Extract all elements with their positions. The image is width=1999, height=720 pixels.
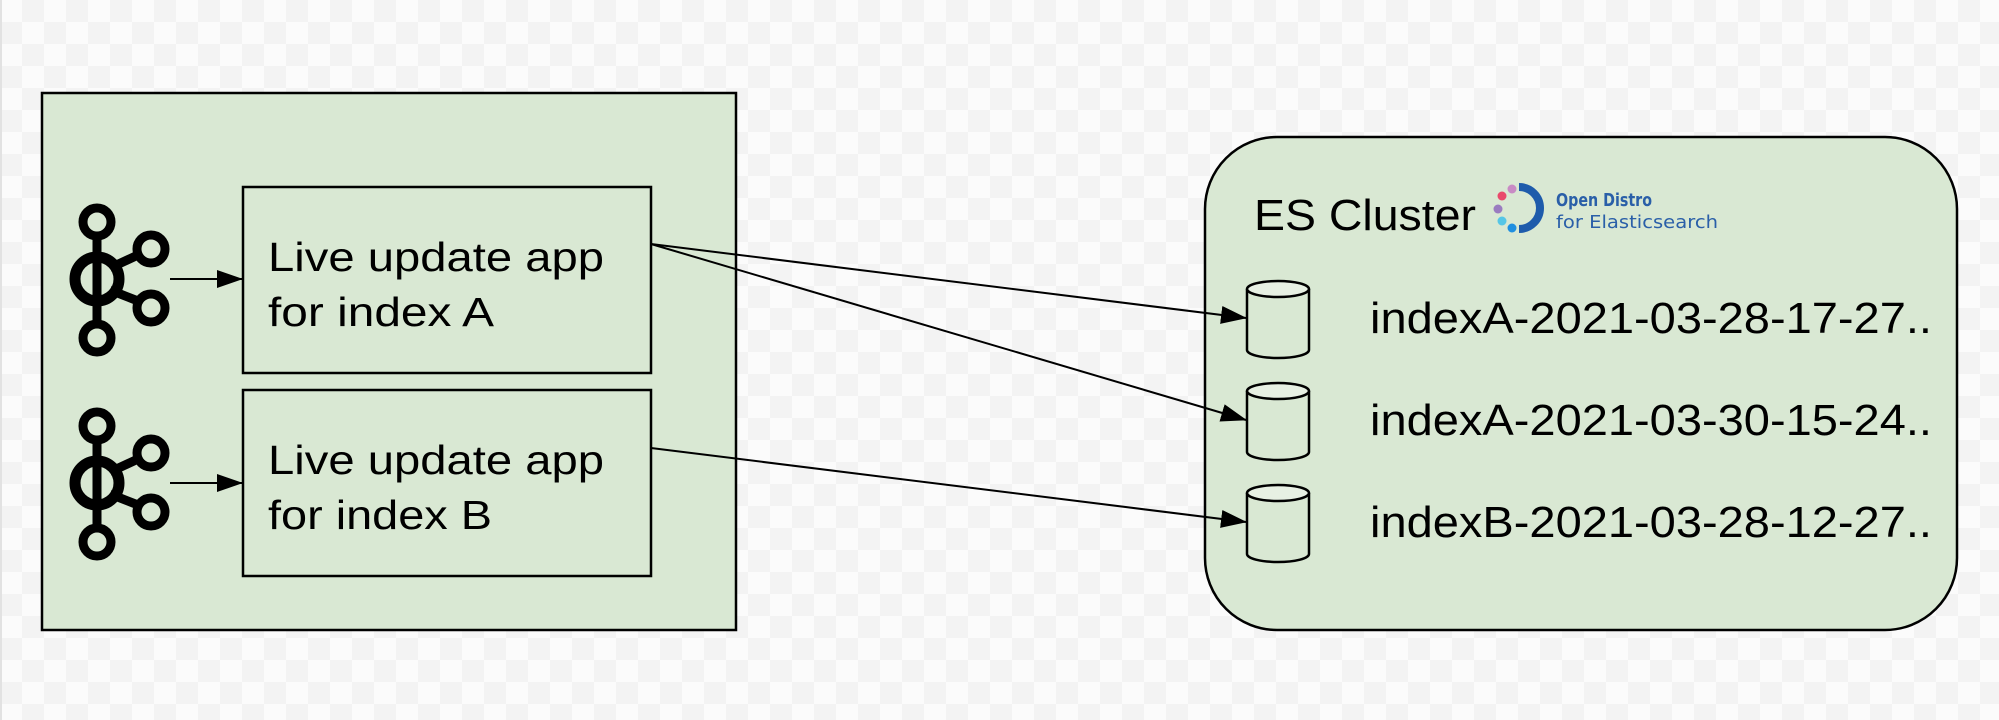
database-icon <box>1245 279 1311 360</box>
index-label[interactable]: indexB-2021-03-28-12-27.. <box>1370 498 1932 547</box>
app-b-label-line2: for index B <box>268 492 492 538</box>
index-label[interactable]: indexA-2021-03-30-15-24.. <box>1370 396 1932 445</box>
es-cluster-label: ES Cluster <box>1254 191 1476 240</box>
logo-dot <box>1507 223 1517 233</box>
index-label[interactable]: indexA-2021-03-28-17-27.. <box>1370 294 1932 343</box>
edge-app-b-to-index-3 <box>650 447 1247 528</box>
database-icon <box>1245 483 1311 564</box>
logo-dot <box>1497 216 1507 226</box>
app-box-b[interactable]: Live update app for index B <box>241 388 653 578</box>
edge-app-a-to-index-2 <box>650 243 1247 422</box>
database-icon <box>1245 381 1311 462</box>
edge-app-a-to-index-1 <box>650 243 1247 324</box>
open-distro-logo: Open Distro for Elasticsearch <box>1493 183 1718 233</box>
canvas-edge <box>0 0 2 720</box>
logo-dot <box>1497 191 1507 201</box>
logo-dot <box>1493 204 1503 214</box>
logo-text-line2: for Elasticsearch <box>1556 212 1718 233</box>
app-b-label-line1: Live update app <box>268 437 604 483</box>
kafka-icon <box>69 407 170 561</box>
es-cluster-box[interactable] <box>1203 135 1959 632</box>
logo-dot <box>1507 184 1517 194</box>
app-a-label-line1: Live update app <box>268 234 604 280</box>
logo-arc <box>1518 183 1544 233</box>
kafka-icon <box>69 203 170 357</box>
app-a-label-line2: for index A <box>268 289 495 335</box>
app-box-a[interactable]: Live update app for index A <box>241 185 653 375</box>
logo-text-line1: Open Distro <box>1556 190 1652 211</box>
